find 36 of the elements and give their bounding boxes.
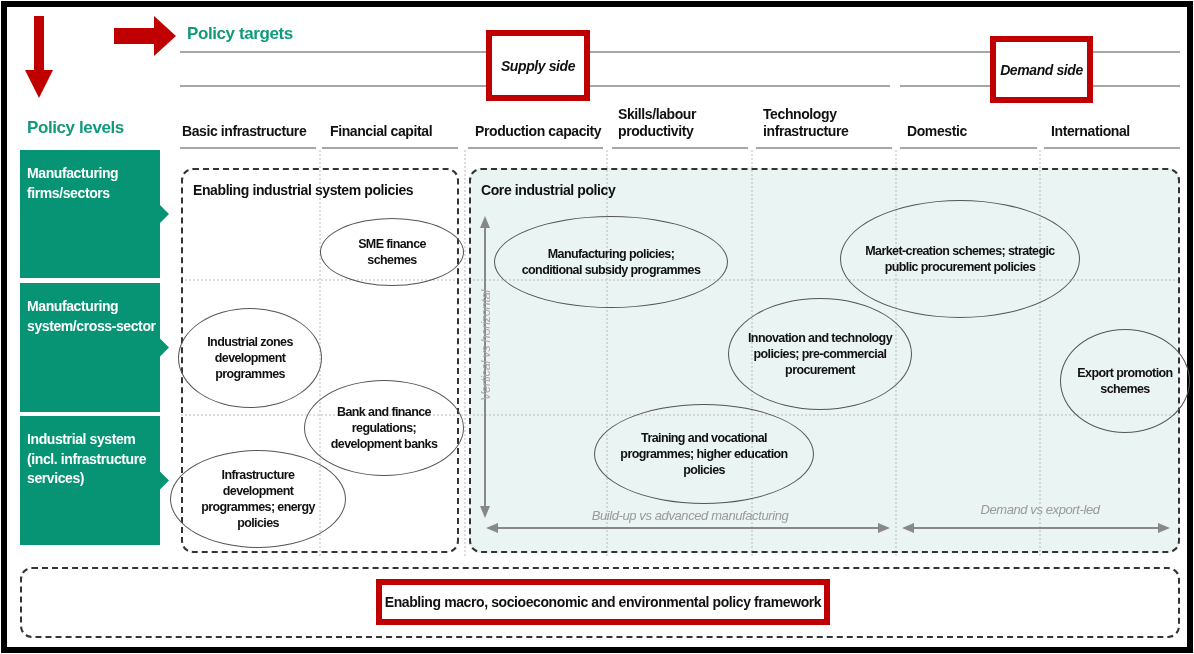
policy-text: Bank and finance regulations; development banks <box>329 403 439 453</box>
level-label: Industrial system (incl. infrastructure services) <box>27 430 148 489</box>
axis-title: Policy levels <box>27 118 124 138</box>
group-title: Core industrial policy <box>481 182 616 198</box>
policy-text: Innovation and technology policies; pre-commercial procurement <box>747 329 894 379</box>
policy-text: Market-creation schemes; strategic public procurement policies <box>864 242 1056 276</box>
dashed-frame <box>20 567 1180 638</box>
policy-text: Export promotion schemes <box>1076 364 1174 398</box>
axis-label: Vertical vs horizontal <box>478 290 493 401</box>
column-header: Financial capital <box>330 122 434 140</box>
column-header: Domestic <box>907 122 968 140</box>
column-header: Technology infrastructure <box>763 105 850 140</box>
axis-label: Demand vs export-led <box>979 502 1102 517</box>
highlight-box <box>376 579 830 625</box>
highlight-box <box>990 36 1093 103</box>
policy-text: Training and vocational programmes; higher education policies <box>619 429 789 479</box>
policy-text: Industrial zones development programmes <box>206 333 294 383</box>
policy-text: Manufacturing policies; conditional subsidy programmes <box>520 245 702 279</box>
policy-text: Infrastructure development programmes; energy policies <box>200 466 317 532</box>
column-header: Basic infrastructure <box>182 122 308 140</box>
group-title: Enabling industrial system policies <box>193 182 414 198</box>
level-tab <box>20 150 169 278</box>
column-header: International <box>1051 122 1131 140</box>
level-label: Manufacturing firms/sectors <box>27 164 120 203</box>
axis-label: Build-up vs advanced manufacturing <box>590 508 790 523</box>
side-label: Demand side <box>1000 61 1083 78</box>
side-label: Supply side <box>500 57 576 74</box>
highlight-box <box>486 30 590 101</box>
level-label: Manufacturing system/cross-sector <box>27 297 157 336</box>
level-tab <box>20 283 169 412</box>
level-tab <box>20 416 169 545</box>
policy-text: SME finance schemes <box>357 235 427 269</box>
column-header: Production capacity <box>475 122 603 140</box>
axis-title: Policy targets <box>187 24 293 44</box>
column-header: Skills/labour productivity <box>618 105 698 140</box>
framework-label: Enabling macro, socioeconomic and environmental policy framework <box>384 594 822 610</box>
